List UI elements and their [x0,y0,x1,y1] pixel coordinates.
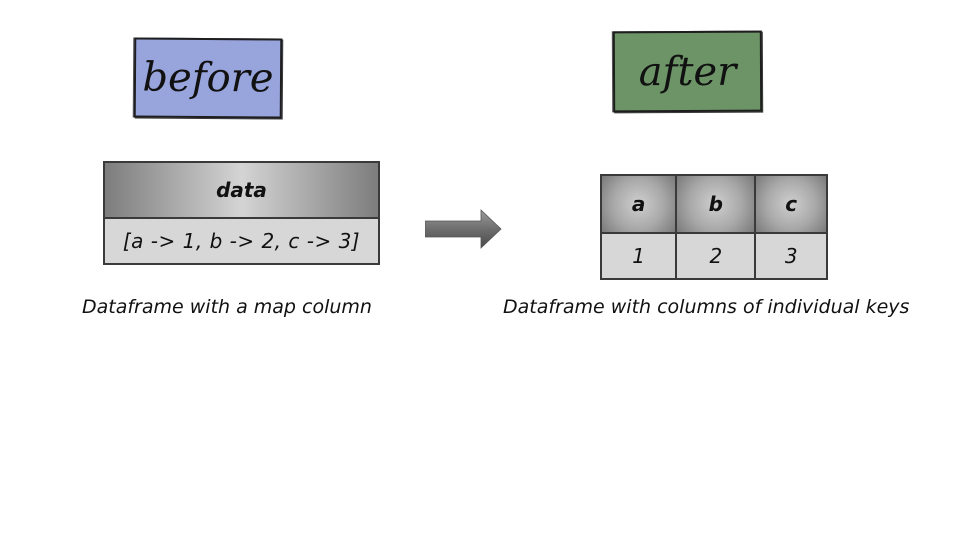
map-column-header: data [103,161,380,219]
cell-b: 2 [675,232,757,280]
cell-c: 3 [754,232,828,280]
after-label: after [638,48,737,95]
map-table-header-row: data [103,161,380,219]
map-table-row: [a -> 1, b -> 2, c -> 3] [103,217,380,265]
map-column-cell: [a -> 1, b -> 2, c -> 3] [103,217,380,265]
cell-a: 1 [599,232,678,280]
before-label-box: before [133,37,283,119]
keys-table: a b c 1 2 3 [599,174,828,280]
right-arrow-icon [425,209,502,249]
after-caption: Dataframe with columns of individual key… [503,296,910,318]
keys-table-row: 1 2 3 [599,232,828,280]
before-caption: Dataframe with a map column [82,296,372,318]
before-label: before [142,54,274,102]
after-label-box: after [612,30,763,113]
column-header-a: a [599,174,678,234]
column-header-b: b [675,174,757,234]
keys-table-header-row: a b c [599,174,828,234]
column-header-c: c [754,174,828,234]
map-column-table: data [a -> 1, b -> 2, c -> 3] [103,161,380,265]
